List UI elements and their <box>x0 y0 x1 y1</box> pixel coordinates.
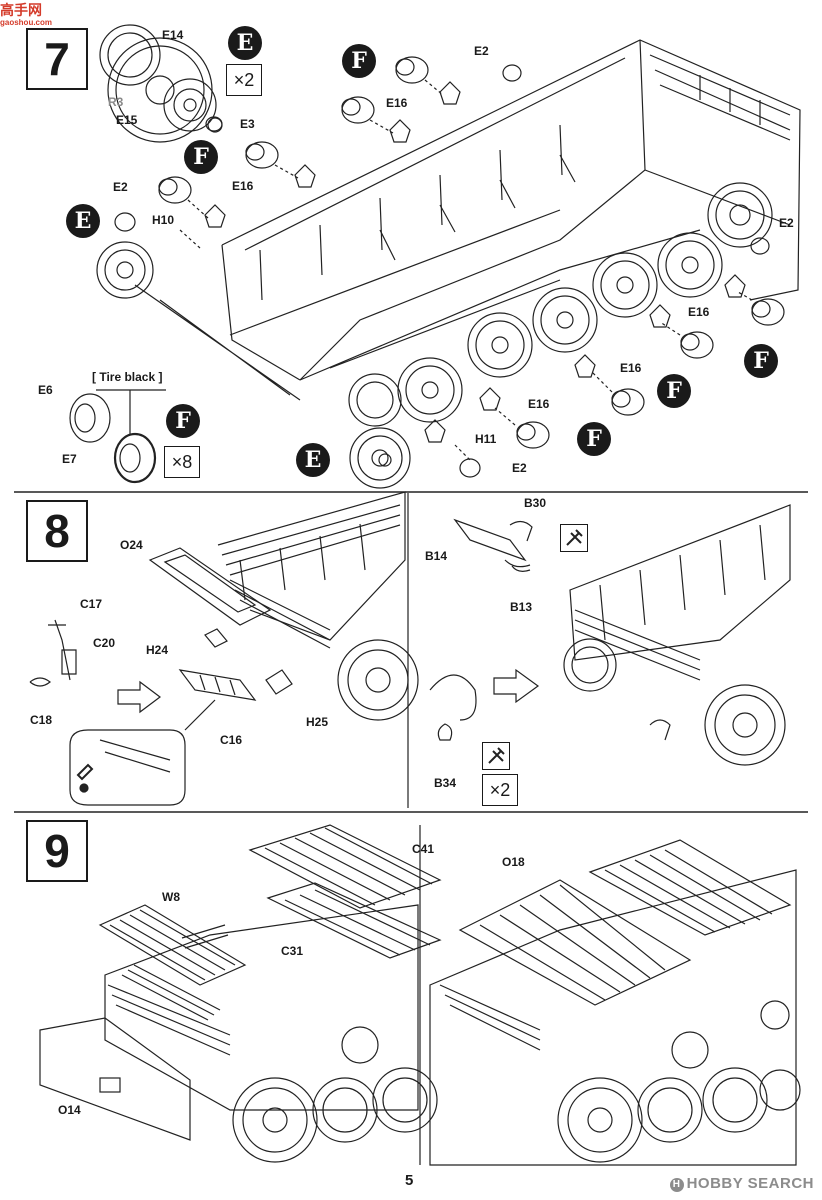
hobby-search-logo-icon: H <box>669 1178 684 1192</box>
part-label-e2: E2 <box>113 180 128 194</box>
part-label-e2: E2 <box>512 461 527 475</box>
part-label-w8: W8 <box>162 890 180 904</box>
hobby-search-text: HOBBY SEARCH <box>686 1175 814 1192</box>
part-group-f-badge: F <box>577 422 611 456</box>
part-group-f-badge: F <box>657 374 691 408</box>
part-group-e-badge: E <box>296 443 330 477</box>
part-label-e16: E16 <box>386 96 408 110</box>
part-label-e16: E16 <box>688 305 710 319</box>
part-label-h11: H11 <box>475 432 497 446</box>
part-label-e6: E6 <box>38 383 53 397</box>
part-label-e16: E16 <box>620 361 642 375</box>
part-label-e7: E7 <box>62 452 77 466</box>
part-label-h10: H10 <box>152 213 175 227</box>
watermark-site-name: 高手网 <box>0 2 42 18</box>
part-label-b13: B13 <box>510 600 533 614</box>
part-group-e-badge: E <box>66 204 100 238</box>
group-f-multiplier: ×8 <box>164 446 200 478</box>
part-label-e3: E3 <box>240 117 255 131</box>
part-label-e16: E16 <box>232 179 254 193</box>
watermark-url: gaoshou.com <box>0 18 53 27</box>
cement-tool-icon <box>482 742 510 770</box>
part-label-c31: C31 <box>281 944 304 958</box>
cement-tool-icon <box>560 524 588 552</box>
part-label-c16: C16 <box>220 733 243 747</box>
part-label-r3: R3 <box>108 95 124 109</box>
part-label-e2: E2 <box>779 216 794 230</box>
part-label-o24: O24 <box>120 538 143 552</box>
part-label-c18: C18 <box>30 713 53 727</box>
step8-drawings <box>29 491 791 808</box>
part-label-e2: E2 <box>474 44 489 58</box>
step8-multiplier: ×2 <box>482 774 518 806</box>
part-label-b14: B14 <box>425 549 448 563</box>
part-group-f-badge: F <box>744 344 778 378</box>
watermark-logo: 高手网 gaoshou.com <box>0 0 52 27</box>
part-label-o14: O14 <box>58 1103 81 1117</box>
part-label-e15: E15 <box>116 113 138 127</box>
part-label-c20: C20 <box>93 636 116 650</box>
part-label-h24: H24 <box>146 643 169 657</box>
part-label-o18: O18 <box>502 855 525 869</box>
page-number: 5 <box>405 1172 414 1189</box>
step9-drawings <box>39 824 801 1166</box>
part-group-e-badge: E <box>228 26 262 60</box>
part-label-b34: B34 <box>434 776 457 790</box>
tire-black-note: [ Tire black ] <box>92 370 163 384</box>
part-label-c41: C41 <box>412 842 435 856</box>
part-group-f-badge: F <box>166 404 200 438</box>
part-label-e14: E14 <box>162 28 184 42</box>
step-8-number: 8 <box>26 500 88 562</box>
part-label-c17: C17 <box>80 597 103 611</box>
part-label-e16: E16 <box>528 397 550 411</box>
step-9-number: 9 <box>26 820 88 882</box>
part-label-h25: H25 <box>306 715 329 729</box>
part-label-b30: B30 <box>524 496 547 510</box>
group-e-multiplier: ×2 <box>226 64 262 96</box>
step-7-number: 7 <box>26 28 88 90</box>
part-group-f-badge: F <box>184 140 218 174</box>
part-group-f-badge: F <box>342 44 376 78</box>
step7-hull-drawing <box>69 24 801 489</box>
